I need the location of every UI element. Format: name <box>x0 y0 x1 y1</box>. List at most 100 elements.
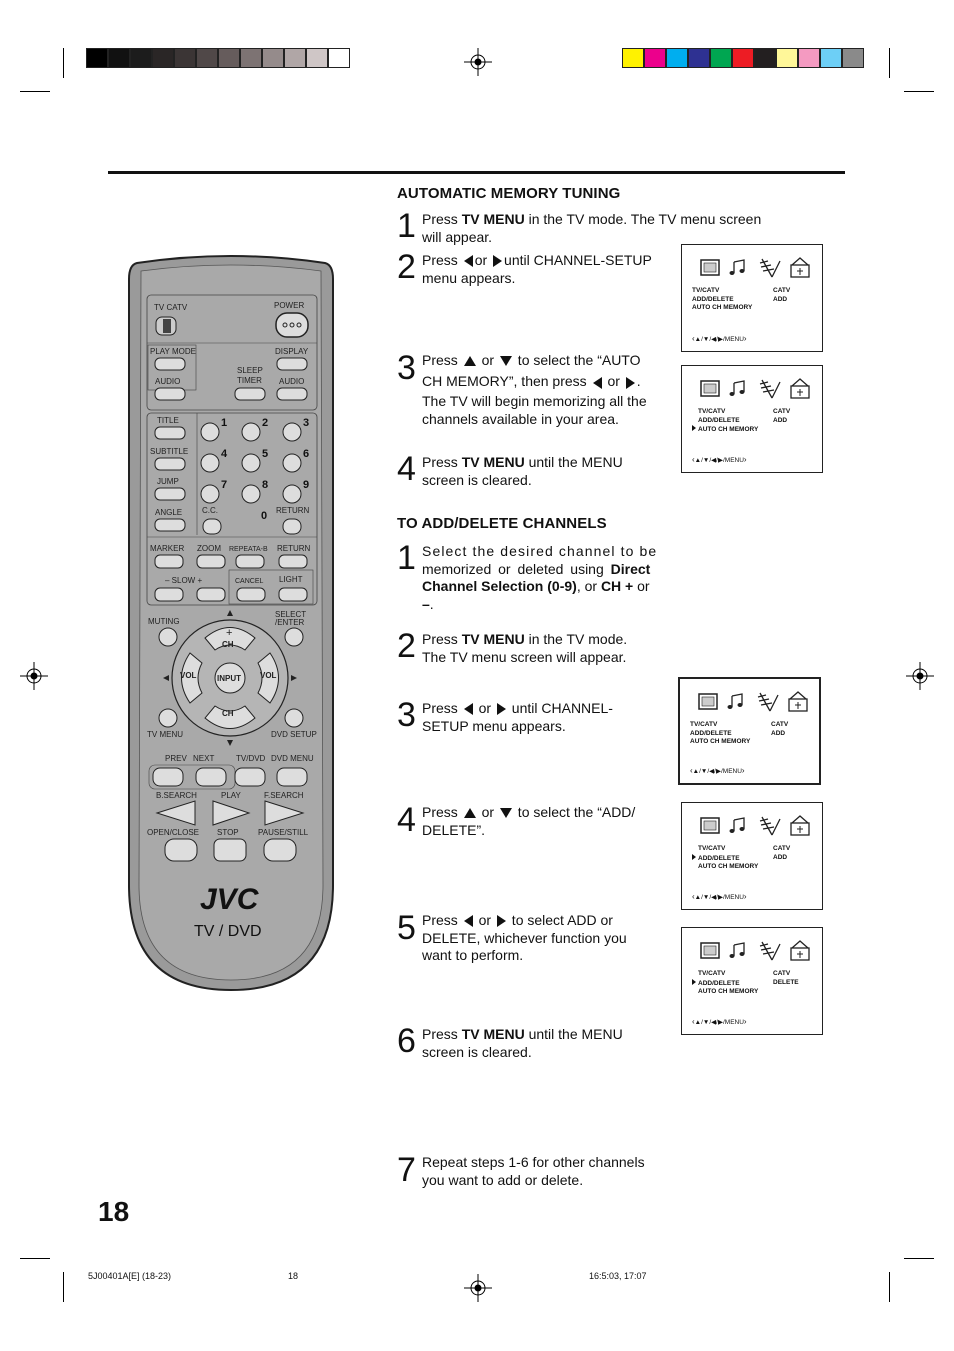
tv-dvd-button[interactable] <box>234 767 266 787</box>
slow-minus-button[interactable] <box>154 587 184 602</box>
remote-control-illustration: TV CATV POWER PLAY MODE DISPLAY AUDIO SL… <box>128 255 334 992</box>
sleep-label: SLEEP <box>237 366 263 375</box>
cancel-label: CANCEL <box>235 578 264 585</box>
timer-label: TIMER <box>237 376 262 385</box>
audio-button-left[interactable] <box>154 387 186 401</box>
repeat-label: REPEATA-B <box>229 546 268 553</box>
digit-label: 1 <box>221 417 227 429</box>
cancel-button[interactable] <box>236 587 266 602</box>
open-close-button[interactable] <box>164 838 198 862</box>
ch-minus-button[interactable] <box>204 705 256 729</box>
right-arrow-icon <box>496 915 506 928</box>
gray-swatch <box>306 48 328 68</box>
step-text: Press or to select the “AUTO CH MEMORY”,… <box>422 352 647 427</box>
return-label: RETURN <box>277 544 311 553</box>
f-search-button[interactable] <box>264 800 305 826</box>
dvd-menu-button[interactable] <box>276 767 308 787</box>
music-note-icon <box>729 380 745 396</box>
repeat-button[interactable] <box>235 554 265 569</box>
digit-label: 6 <box>303 448 309 460</box>
b-search-button[interactable] <box>155 800 196 826</box>
digit-6-button[interactable] <box>282 453 302 473</box>
digit-1-button[interactable] <box>200 422 220 442</box>
power-button[interactable] <box>275 312 309 338</box>
vol-minus-button[interactable] <box>181 652 203 704</box>
down-arrow-icon <box>499 356 512 367</box>
cursor-arrow-icon <box>692 425 696 431</box>
lock-icon <box>790 257 810 278</box>
tv-menu-button[interactable] <box>158 708 178 728</box>
digit-8-button[interactable] <box>241 484 261 504</box>
input-button[interactable] <box>214 662 246 694</box>
digit-label: 4 <box>221 448 228 460</box>
crosshair-icon <box>906 662 934 690</box>
process-swatch <box>622 48 644 68</box>
digit-3-button[interactable] <box>282 422 302 442</box>
light-button[interactable] <box>278 587 308 602</box>
digit-5-button[interactable] <box>241 453 261 473</box>
menu-navigation-hint: ‹▲/▼/◀/▶/MENU› <box>690 766 745 775</box>
right-arrow-icon <box>493 255 503 268</box>
ch-plus-button[interactable] <box>204 627 256 651</box>
play-mode-button[interactable] <box>154 357 186 371</box>
model-label: TV / DVD <box>194 923 262 940</box>
digit-9-button[interactable] <box>282 484 302 504</box>
title-button[interactable] <box>154 426 186 440</box>
process-swatch <box>732 48 754 68</box>
play-button[interactable] <box>212 800 251 826</box>
prev-button[interactable] <box>152 767 184 787</box>
ch-label: CH <box>222 640 234 649</box>
zoom-button[interactable] <box>196 554 226 569</box>
slow-plus-button[interactable] <box>196 587 226 602</box>
tv-menu-label: TV MENU <box>147 730 183 739</box>
gray-swatch <box>152 48 174 68</box>
slow-label: – SLOW + <box>165 576 202 585</box>
angle-label: ANGLE <box>155 508 182 517</box>
music-note-icon <box>729 942 745 958</box>
return-button[interactable] <box>278 554 308 569</box>
pause-still-label: PAUSE/STILL <box>258 828 309 837</box>
next-button[interactable] <box>195 767 227 787</box>
tv-icon <box>700 942 720 959</box>
return-label: RETURN <box>276 506 310 515</box>
menu-navigation-hint: ‹▲/▼/◀/▶/MENU› <box>692 334 747 343</box>
digit-7-button[interactable] <box>200 484 220 504</box>
digit-4-button[interactable] <box>200 453 220 473</box>
input-label: INPUT <box>217 674 241 683</box>
cc-button[interactable] <box>202 518 222 535</box>
marker-button[interactable] <box>154 554 184 569</box>
audio-button-right[interactable] <box>276 387 308 401</box>
gray-swatch <box>218 48 240 68</box>
left-arrow-icon <box>463 703 473 716</box>
marker-label: MARKER <box>150 544 184 553</box>
process-swatch <box>842 48 864 68</box>
subtitle-button[interactable] <box>154 457 186 471</box>
step-text: Select the desired channel to be memoriz… <box>422 543 658 612</box>
crosshair-icon <box>464 1274 492 1302</box>
cursor-arrow-icon <box>692 853 696 860</box>
sleep-timer-button[interactable] <box>234 387 266 401</box>
zoom-label: ZOOM <box>197 544 221 553</box>
display-button[interactable] <box>276 357 308 371</box>
step-number: 1 <box>397 207 416 245</box>
vol-plus-button[interactable] <box>257 652 279 704</box>
dvd-setup-button[interactable] <box>284 708 304 728</box>
play-label: PLAY <box>221 791 242 800</box>
pause-button[interactable] <box>263 838 297 862</box>
muting-button[interactable] <box>158 627 178 647</box>
select-enter-button[interactable] <box>284 627 304 647</box>
dvd-setup-label: DVD SETUP <box>271 730 317 739</box>
stop-button[interactable] <box>213 838 247 862</box>
tv-dvd-label: TV/DVD <box>236 754 266 763</box>
jump-button[interactable] <box>154 487 186 501</box>
angle-button[interactable] <box>154 518 186 532</box>
cc-label: C.C. <box>202 506 218 515</box>
digit-2-button[interactable] <box>241 422 261 442</box>
return-button[interactable] <box>282 518 302 535</box>
